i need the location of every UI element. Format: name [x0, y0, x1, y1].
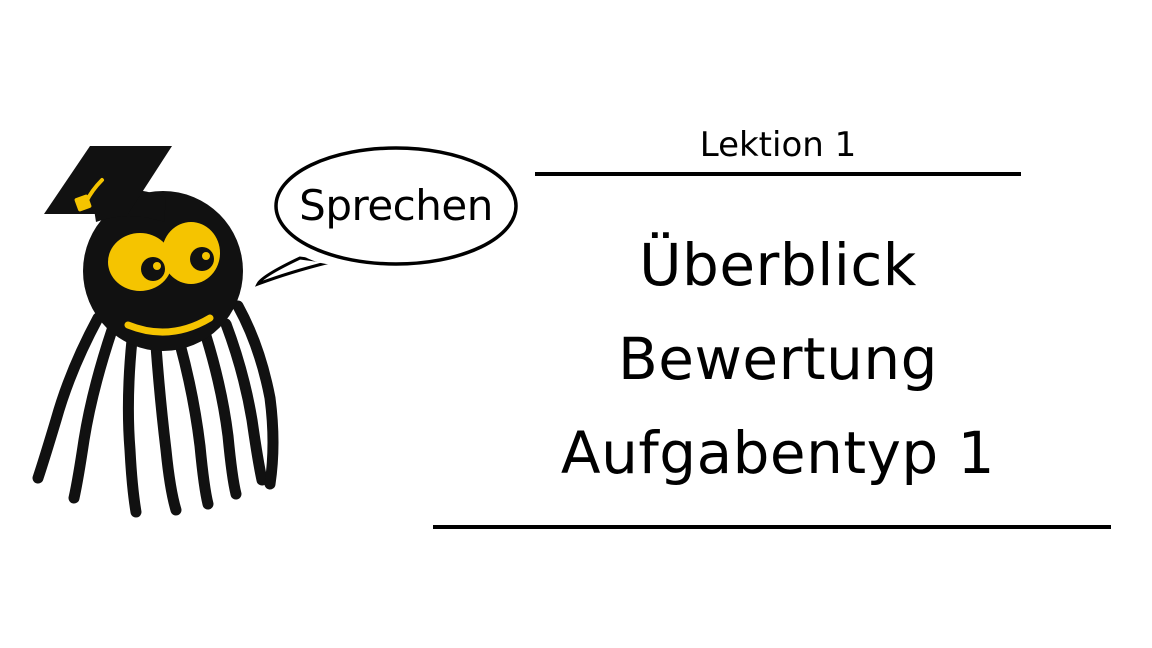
title-line-assessment: Bewertung	[617, 325, 939, 393]
graduation-cap-icon	[44, 146, 172, 222]
slide-title: Überblick Bewertung Aufgabentyp 1	[510, 218, 1046, 500]
bottom-divider	[433, 525, 1111, 529]
title-line-task-type: Aufgabentyp 1	[560, 419, 996, 487]
speech-bubble-text: Sprechen	[299, 181, 493, 230]
tentacles	[32, 300, 279, 518]
mascot-eyes	[108, 222, 220, 291]
title-line-overview: Überblick	[639, 231, 917, 299]
speech-bubble	[254, 146, 518, 287]
mascot-smile	[124, 314, 214, 336]
octopus-mascot-icon	[32, 146, 518, 518]
top-divider	[535, 172, 1021, 176]
lesson-label: Lektion 1	[699, 125, 857, 165]
